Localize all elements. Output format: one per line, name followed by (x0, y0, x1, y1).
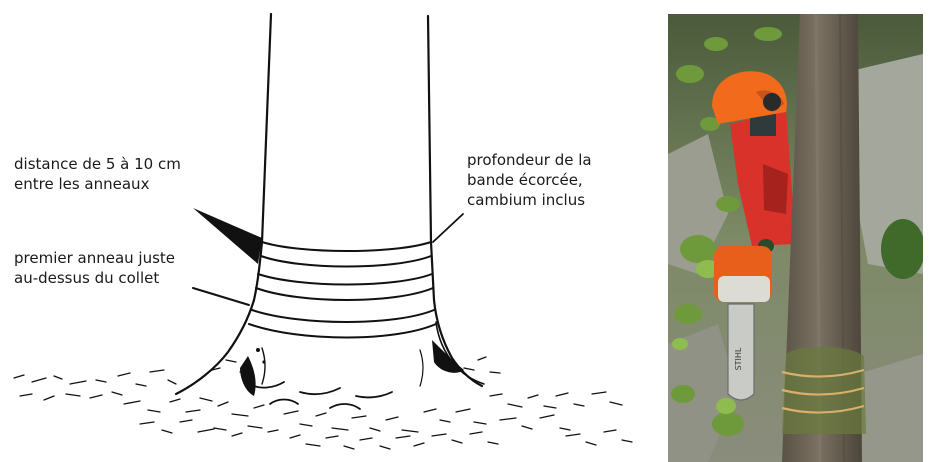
photo-forester-girdling: STIHL (668, 14, 923, 462)
pointer-premier (193, 288, 249, 305)
bark-ring-2-top (258, 274, 432, 285)
pointer-profondeur (433, 214, 463, 242)
bark-ring-1-bottom (261, 256, 431, 267)
bark-ring-2-bottom (256, 288, 433, 300)
girdling-diagram (0, 0, 650, 462)
label-strip-depth: profondeur de la bande écorcée, cambium … (467, 150, 592, 210)
chainsaw-brand: STIHL (734, 347, 743, 370)
label-ring-distance-line1: distance de 5 à 10 cm (14, 154, 181, 174)
label-strip-depth-line2: bande écorcée, (467, 170, 592, 190)
bark-ring-3-bottom (249, 324, 436, 338)
bark-ring-1-top (262, 242, 431, 251)
label-first-ring: premier anneau juste au-dessus du collet (14, 248, 175, 288)
trunk-left-edge (176, 14, 271, 394)
label-ring-distance: distance de 5 à 10 cm entre les anneaux (14, 154, 181, 194)
pointer-distance (193, 208, 262, 264)
bark-ring-3-top (252, 310, 434, 322)
label-strip-depth-line3: cambium inclus (467, 190, 592, 210)
label-first-ring-line2: au-dessus du collet (14, 268, 175, 288)
label-strip-depth-line1: profondeur de la (467, 150, 592, 170)
label-first-ring-line1: premier anneau juste (14, 248, 175, 268)
label-ring-distance-line2: entre les anneaux (14, 174, 181, 194)
